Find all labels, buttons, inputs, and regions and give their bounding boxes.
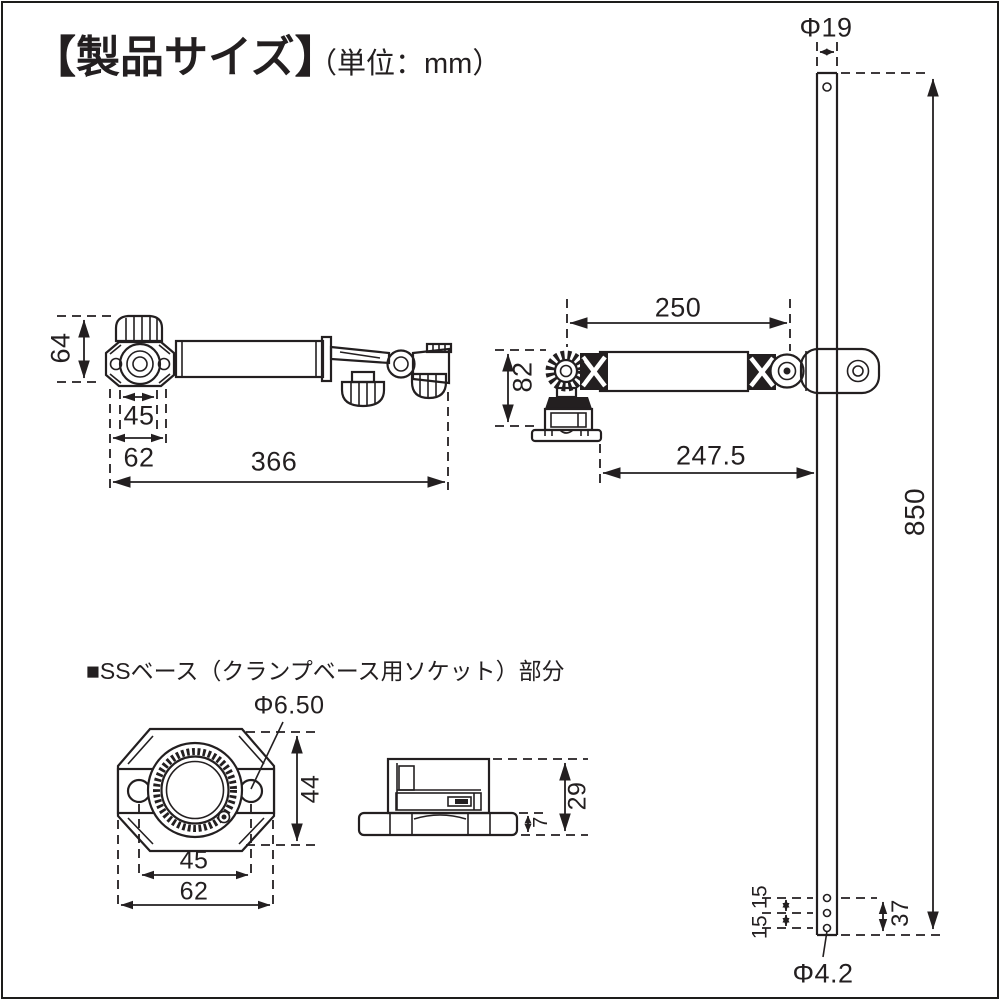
page-title: 【製品サイズ】 — [32, 33, 339, 82]
dim-rod-diameter: Φ19 — [799, 12, 853, 43]
dim-base-side-height: 29 — [563, 781, 592, 811]
dim-rod-hole-diameter: Φ4.2 — [792, 958, 854, 989]
dim-base-width: 62 — [179, 877, 209, 906]
arm-top-dimensions — [495, 299, 815, 489]
rod-hole-dimensions — [762, 897, 888, 958]
dim-arm-top-length: 250 — [654, 292, 702, 323]
arm-side-dimensions — [57, 315, 449, 490]
dim-rod-hole-pitch-lower: 15 — [748, 914, 772, 940]
ss-base-side-dimensions — [493, 758, 588, 836]
dim-base-hole-diameter: Φ6.50 — [253, 691, 325, 720]
page-title-unit: （単位：mm） — [308, 48, 502, 80]
dim-base-body-height: 44 — [296, 774, 325, 804]
dim-arm-side-overall-length: 366 — [250, 446, 298, 477]
section-heading: ■SSベース（クランプベース用ソケット）部分 — [86, 658, 565, 684]
dim-base-hole-pitch: 45 — [179, 846, 209, 875]
ss-base-side-view — [357, 757, 519, 837]
dim-rod-hole-span: 37 — [887, 899, 914, 927]
dim-arm-side-height: 64 — [45, 332, 76, 364]
rod-diameter-dimension — [816, 42, 838, 69]
dim-rod-length: 850 — [899, 487, 930, 537]
dim-arm-top-height: 82 — [507, 361, 538, 393]
dim-arm-side-socket-pitch: 45 — [123, 400, 155, 431]
dim-arm-side-base-width: 62 — [123, 442, 155, 473]
arm-top-view — [530, 347, 881, 443]
ss-base-top-view — [116, 721, 284, 853]
ss-base-top-dimensions — [117, 731, 315, 910]
dim-rod-hole-pitch-upper: 15 — [748, 884, 772, 910]
dim-arm-top-reach: 247.5 — [675, 440, 747, 471]
dim-base-flange-height: 7 — [530, 816, 552, 828]
arm-side-view — [104, 314, 453, 408]
rod-front-view — [815, 71, 839, 937]
rod-length-dimension — [841, 72, 946, 936]
